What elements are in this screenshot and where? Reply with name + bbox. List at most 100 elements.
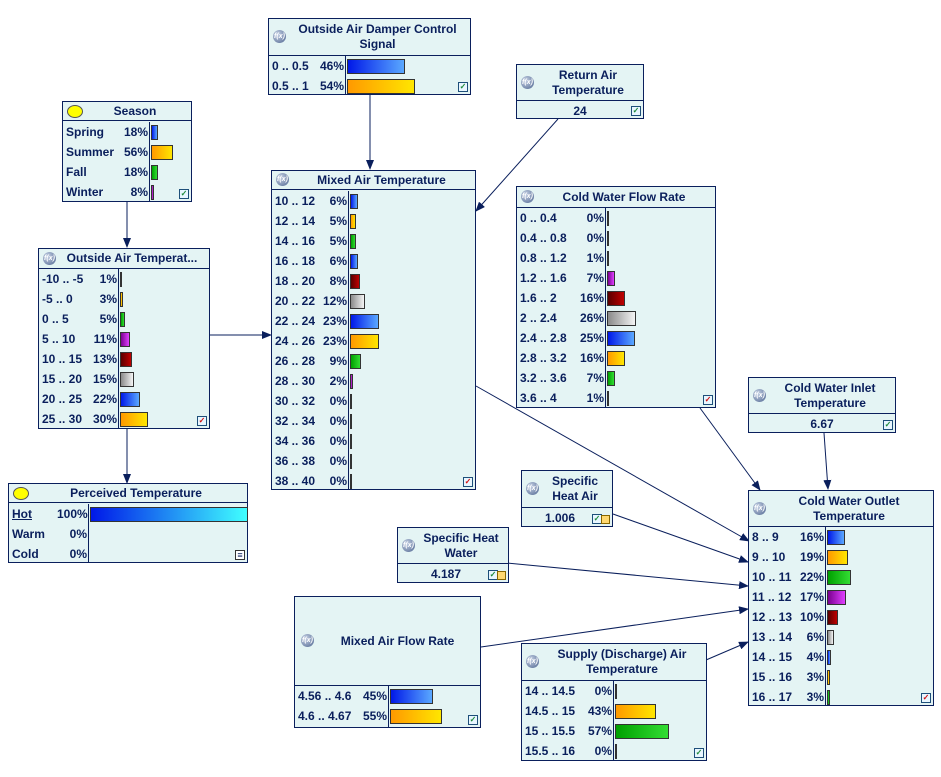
state-label: 2.4 .. 2.8 (520, 331, 567, 345)
state-label: 2.8 .. 3.2 (520, 351, 567, 365)
state-probability: 0% (329, 474, 347, 488)
node-title: Specific Heat Water (423, 530, 499, 560)
node-outside-air-damper[interactable]: f(x) Outside Air Damper Control Signal ✓… (268, 18, 471, 95)
state-probability: 18% (123, 125, 148, 139)
state-label: 3.2 .. 3.6 (520, 371, 567, 385)
state-label: Summer (66, 145, 115, 159)
checkbox-icon[interactable]: ✓ (631, 106, 641, 116)
node-cold-water-outlet-temperature[interactable]: f(x) Cold Water Outlet Temperature ✓ 8 .… (748, 490, 934, 706)
node-cold-water-inlet-temperature[interactable]: f(x) Cold Water Inlet Temperature 6.67 ✓ (748, 377, 896, 433)
checkbox-icon[interactable]: ✓ (197, 416, 207, 426)
probability-bar (607, 291, 625, 306)
checkbox-icon[interactable]: ✓ (703, 395, 713, 405)
checkbox-icon[interactable]: ✓ (694, 748, 704, 758)
node-title-bar: f(x) Return Air Temperature (517, 65, 643, 101)
state-probability: 19% (799, 550, 824, 564)
probability-bar (350, 334, 379, 349)
probability-bar (120, 312, 125, 327)
checkbox-icon[interactable]: ✓ (458, 82, 468, 92)
checkbox-icon[interactable]: ✓ (921, 693, 931, 703)
node-return-air-temperature[interactable]: f(x) Return Air Temperature 24 ✓ (516, 64, 644, 119)
node-outside-air-temperature[interactable]: f(x) Outside Air Temperat... ✓ -10 .. -5… (38, 248, 210, 429)
checkbox-icon[interactable]: ✓ (883, 420, 893, 430)
probability-bar (350, 274, 360, 289)
node-specific-heat-water[interactable]: f(x) Specific Heat Water 4.187 ✓ (397, 527, 509, 583)
checkbox-icon[interactable]: ✓ (468, 715, 478, 725)
node-title-bar: f(x) Cold Water Outlet Temperature (749, 491, 933, 527)
state-probability: 23% (322, 334, 347, 348)
evidence-icon[interactable]: ≡ (235, 550, 245, 560)
state-label: 30 .. 32 (275, 394, 316, 408)
node-supply-air-temperature[interactable]: f(x) Supply (Discharge) Air Temperature … (521, 643, 707, 761)
node-specific-heat-air[interactable]: f(x) Specific Heat Air 1.006 ✓ (521, 470, 613, 527)
node-title: Mixed Air Temperature (317, 172, 446, 187)
fx-icon: f(x) (301, 634, 314, 647)
checkbox-icon[interactable]: ✓ (179, 189, 189, 199)
state-label: 5 .. 10 (42, 332, 76, 346)
checkbox-icon[interactable]: ✓ (463, 477, 473, 487)
